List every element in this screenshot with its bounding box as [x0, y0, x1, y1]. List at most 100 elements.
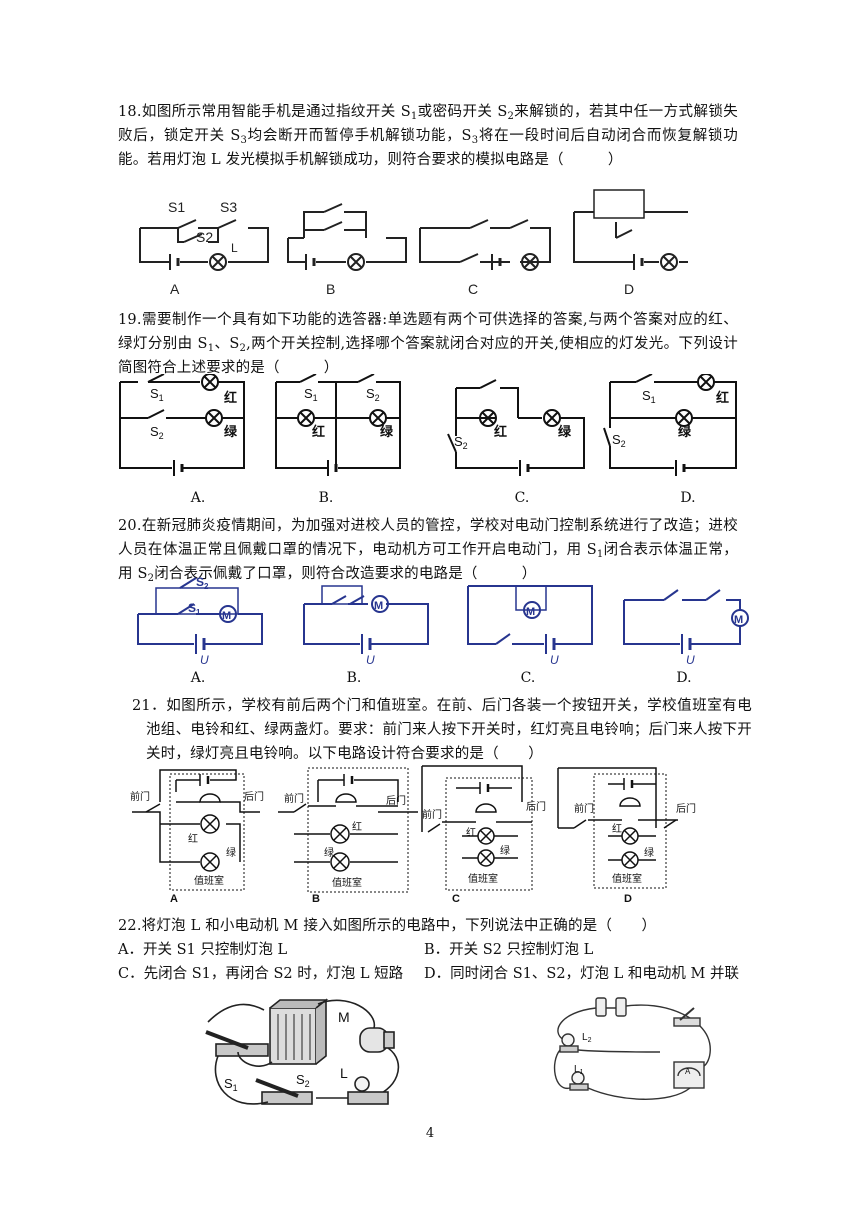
q22-option-b[interactable]: B．开关 S2 只控制灯泡 L: [424, 942, 594, 958]
q20-circuit-d: M U: [623, 589, 749, 666]
q20-circuit-a: M U S2 S1: [137, 575, 263, 666]
svg-text:绿: 绿: [558, 424, 572, 439]
svg-text:红: 红: [612, 822, 622, 835]
question-20-text: 20.在新冠肺炎疫情期间，为加强对进校人员的管控，学校对电动门控制系统进行了改造…: [118, 518, 738, 584]
svg-text:U: U: [550, 653, 559, 666]
svg-text:S2: S2: [366, 386, 380, 403]
q22-option-a[interactable]: A．开关 S1 只控制灯泡 L: [118, 942, 288, 958]
svg-text:M: M: [338, 1009, 350, 1025]
svg-text:前门: 前门: [284, 792, 304, 805]
svg-text:前门: 前门: [422, 808, 442, 821]
svg-text:S1: S1: [188, 601, 201, 617]
svg-text:M: M: [526, 606, 535, 618]
question-20-figures: M U S2 S1 M U M U: [136, 574, 756, 666]
svg-text:绿: 绿: [224, 424, 238, 439]
svg-text:红: 红: [352, 820, 362, 833]
svg-text:红: 红: [494, 424, 507, 439]
svg-text:值班室: 值班室: [468, 872, 498, 885]
svg-text:M: M: [222, 610, 231, 622]
q22-option-d[interactable]: D．同时闭合 S1、S2，灯泡 L 和电动机 M 并联: [424, 966, 739, 982]
q19-label-a: A.: [190, 490, 206, 506]
q19-circuit-b: S1 S2 红 绿: [275, 374, 401, 476]
question-19-figures: S1 S2 红 绿 S1 S2 红 绿: [118, 374, 758, 478]
q20-circuit-b: M U: [303, 585, 429, 666]
q19-label-b: B.: [318, 490, 334, 506]
svg-text:前门: 前门: [130, 790, 150, 803]
question-21-figures: 前门 后门 红 绿 值班室 A 前门 后门 红 绿 值: [130, 762, 730, 902]
svg-text:D: D: [624, 281, 634, 297]
svg-text:M: M: [374, 600, 383, 612]
svg-text:A: A: [170, 893, 178, 902]
svg-text:M: M: [734, 614, 743, 626]
svg-text:C: C: [468, 281, 478, 297]
svg-text:绿: 绿: [226, 846, 236, 859]
svg-text:绿: 绿: [678, 424, 692, 439]
svg-text:L1: L1: [574, 1064, 584, 1076]
svg-text:A: A: [685, 1067, 691, 1076]
q21-circuit-c: 前门 后门 红 绿 值班室 C: [421, 765, 546, 902]
svg-text:A: A: [170, 281, 180, 297]
q20-label-c: C.: [520, 670, 536, 686]
q20-label-b: B.: [346, 670, 362, 686]
page-number: 4: [425, 1126, 435, 1141]
svg-text:值班室: 值班室: [194, 874, 224, 887]
q20-label-d: D.: [676, 670, 692, 686]
svg-text:S2: S2: [296, 1072, 310, 1089]
svg-text:B: B: [326, 281, 335, 297]
svg-text:S2: S2: [150, 424, 164, 441]
svg-text:S2: S2: [196, 575, 209, 591]
svg-text:红: 红: [188, 832, 198, 845]
svg-text:值班室: 值班室: [332, 876, 362, 889]
svg-text:红: 红: [466, 826, 476, 839]
q19-circuit-c: S2 红 绿: [447, 379, 585, 476]
svg-text:后门: 后门: [676, 802, 696, 815]
svg-text:C: C: [452, 893, 460, 902]
q18-circuit-b: [287, 203, 407, 271]
svg-text:S1: S1: [304, 386, 318, 403]
svg-text:B: B: [312, 893, 320, 902]
svg-text:S2: S2: [612, 432, 626, 449]
q22-right-apparatus: L2 L1 A: [540, 992, 720, 1116]
svg-text:绿: 绿: [380, 424, 394, 439]
q22-left-apparatus: M S1 S2 L: [198, 992, 428, 1120]
q19-circuit-d: S1 S2 红 绿: [603, 374, 737, 476]
q18-circuit-d: [573, 189, 688, 271]
svg-text:后门: 后门: [244, 790, 264, 803]
svg-text:S2: S2: [196, 229, 213, 245]
svg-text:绿: 绿: [644, 846, 654, 859]
q19-label-d: D.: [680, 490, 696, 506]
question-18-figures: S1 S3 S2 L: [128, 182, 688, 302]
q19-circuit-a: S1 S2 红 绿: [119, 374, 245, 476]
q18-circuit-a: [139, 219, 269, 271]
svg-text:前门: 前门: [574, 802, 594, 815]
q21-circuit-d: 前门 后门 红 绿 值班室 D: [557, 767, 696, 902]
svg-text:L: L: [340, 1065, 348, 1081]
svg-text:红: 红: [224, 390, 237, 405]
svg-text:S1: S1: [150, 386, 164, 403]
svg-text:U: U: [200, 653, 209, 666]
question-19-text: 19.需要制作一个具有如下功能的选答器:单选题有两个可供选择的答案,与两个答案对…: [118, 312, 738, 376]
svg-text:绿: 绿: [500, 844, 510, 857]
q20-circuit-c: M U: [467, 585, 593, 666]
svg-text:后门: 后门: [386, 794, 406, 807]
q18-circuit-c: [419, 219, 551, 271]
svg-text:后门: 后门: [526, 800, 546, 813]
question-22-text: 22.将灯泡 L 和小电动机 M 接入如图所示的电路中，下列说法中正确的是（ ）: [118, 918, 657, 934]
svg-text:绿: 绿: [324, 846, 334, 859]
q21-circuit-b: 前门 后门 红 绿 值班室 B: [278, 767, 418, 902]
svg-text:S1: S1: [224, 1076, 238, 1093]
svg-text:红: 红: [716, 390, 729, 405]
svg-text:D: D: [624, 893, 632, 902]
svg-text:S1: S1: [642, 388, 656, 405]
svg-text:S1: S1: [168, 199, 185, 215]
q21-circuit-a: 前门 后门 红 绿 值班室 A: [130, 769, 264, 902]
svg-text:S2: S2: [454, 434, 468, 451]
question-18-text: 18.如图所示常用智能手机是通过指纹开关 S1或密码开关 S2来解锁的，若其中任…: [118, 104, 739, 168]
svg-text:L2: L2: [582, 1032, 592, 1044]
svg-text:U: U: [686, 653, 695, 666]
svg-text:U: U: [366, 653, 375, 666]
q22-option-c[interactable]: C．先闭合 S1，再闭合 S2 时，灯泡 L 短路: [118, 966, 404, 982]
q19-label-c: C.: [514, 490, 530, 506]
svg-text:L: L: [231, 241, 238, 255]
